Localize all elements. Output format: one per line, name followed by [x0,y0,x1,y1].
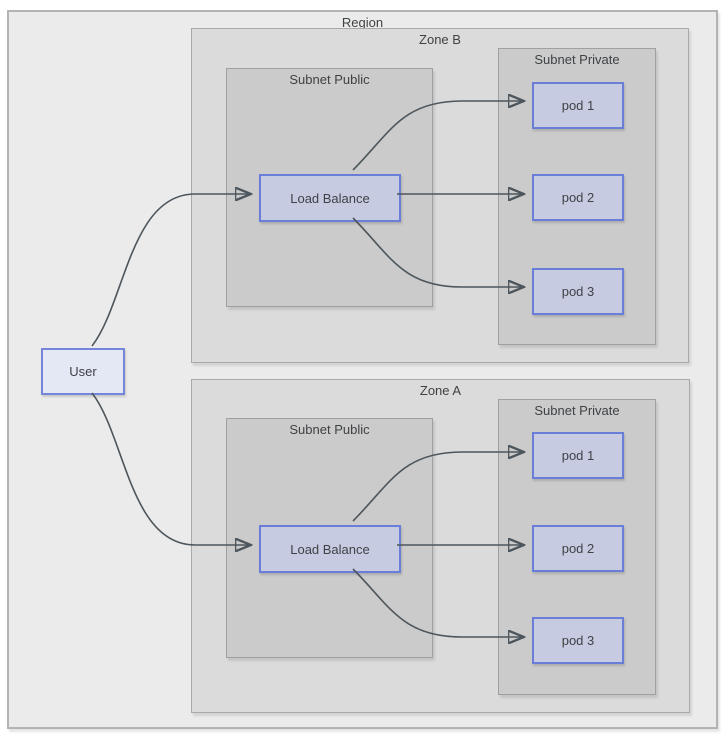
zone-a-subnet-private: Subnet Private pod 1 pod 2 pod 3 [498,399,656,695]
zone-a-subnet-public: Subnet Public Load Balance [226,418,433,658]
zone-a-pod-1-node[interactable]: pod 1 [532,432,624,479]
zone-a-load-balance-node[interactable]: Load Balance [259,525,401,573]
zone-b-pod-1-node[interactable]: pod 1 [532,82,624,129]
region-group: Region Zone B Subnet Public Load Balance… [7,10,718,729]
zone-a-pod-3-node[interactable]: pod 3 [532,617,624,664]
zone-b-subnet-public: Subnet Public Load Balance [226,68,433,307]
zone-b-group: Zone B Subnet Public Load Balance Subnet… [191,28,689,363]
zone-a-subnet-private-label: Subnet Private [534,403,620,418]
zone-a-label: Zone A [419,383,462,398]
zone-b-subnet-public-label: Subnet Public [289,72,370,87]
zone-b-subnet-private-label: Subnet Private [534,52,620,67]
zone-b-pod-2-node[interactable]: pod 2 [532,174,624,221]
user-node[interactable]: User [41,348,125,395]
region-label: Region [341,15,384,30]
zone-a-pod-2-node[interactable]: pod 2 [532,525,624,572]
zone-b-label: Zone B [419,32,461,47]
zone-b-pod-3-node[interactable]: pod 3 [532,268,624,315]
zone-a-group: Zone A Subnet Public Load Balance Subnet… [191,379,690,713]
zone-b-subnet-private: Subnet Private pod 1 pod 2 pod 3 [498,48,656,345]
zone-a-subnet-public-label: Subnet Public [289,422,370,437]
zone-b-load-balance-node[interactable]: Load Balance [259,174,401,222]
